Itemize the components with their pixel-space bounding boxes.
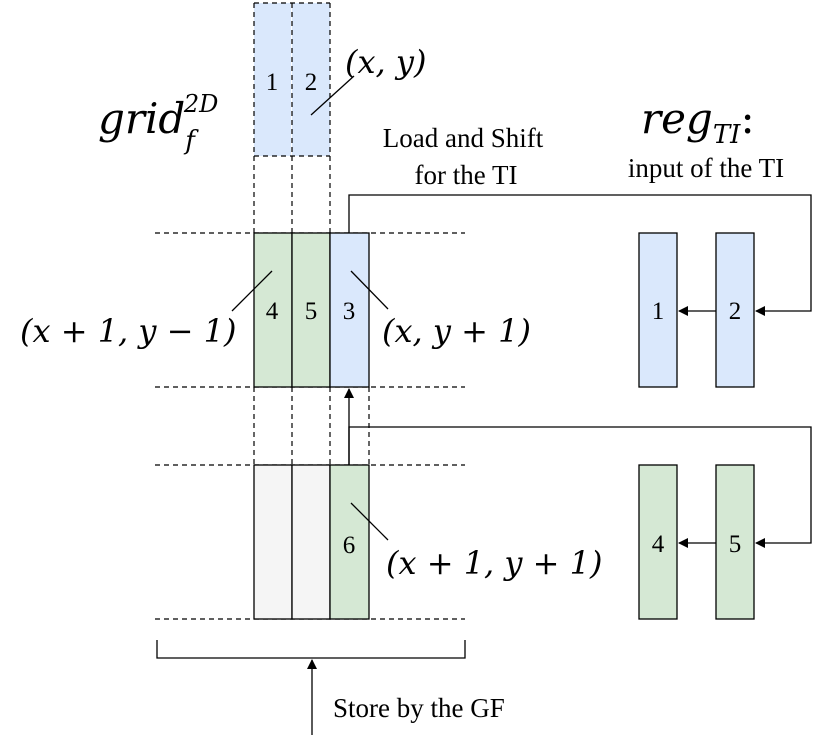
reg-label: regTI: bbox=[641, 94, 755, 150]
mid-cell-4-label: 4 bbox=[266, 298, 279, 325]
top-cell-1 bbox=[254, 3, 291, 156]
pointer-mid-right bbox=[350, 270, 389, 310]
top-cell-1-label: 1 bbox=[266, 69, 279, 96]
connectors bbox=[156, 75, 812, 735]
top-dashed-outline bbox=[253, 2, 331, 233]
reg-blue-2-label: 2 bbox=[729, 298, 742, 325]
bottom-cell-6-label: 6 bbox=[343, 532, 356, 559]
reg-green-5-label: 5 bbox=[729, 531, 742, 558]
reg-blue-2 bbox=[715, 232, 755, 388]
top-cell-2 bbox=[292, 3, 330, 156]
mid-cell-3-label: 3 bbox=[343, 298, 356, 325]
store-label: Store by the GF bbox=[333, 693, 505, 723]
pointer-mid-left bbox=[231, 270, 273, 312]
load-shift-label-line2: for the TI bbox=[415, 160, 518, 190]
load-shift-label-line1: Load and Shift bbox=[383, 123, 544, 153]
coord-top: (x, y) bbox=[345, 43, 426, 81]
bottom-cell-empty-1 bbox=[253, 464, 293, 620]
reg-blue-1 bbox=[638, 232, 678, 388]
pointer-top bbox=[310, 75, 355, 116]
bottom-cell-6 bbox=[329, 464, 370, 620]
grid-label: gridf2D bbox=[98, 90, 218, 156]
reg-green-5 bbox=[715, 464, 755, 620]
reg-green-4 bbox=[638, 464, 678, 620]
mid-cell-3 bbox=[329, 232, 370, 388]
pointer-bottom-right bbox=[350, 502, 389, 541]
coord-bottom-right: (x + 1, y + 1) bbox=[386, 544, 602, 582]
reg-caption: input of the TI bbox=[628, 153, 784, 183]
store-bracket bbox=[156, 640, 466, 659]
bottom-cell-empty-2 bbox=[291, 464, 331, 620]
coord-middle-left: (x + 1, y − 1) bbox=[20, 312, 236, 350]
load-arrow-blue bbox=[348, 194, 812, 316]
top-cell-2-label: 2 bbox=[305, 69, 318, 96]
coord-middle-right: (x, y + 1) bbox=[382, 312, 531, 350]
reg-blue-1-label: 1 bbox=[652, 298, 665, 325]
mid-cell-4 bbox=[253, 232, 293, 388]
reg-green-4-label: 4 bbox=[652, 531, 665, 558]
mid-cell-5-label: 5 bbox=[305, 298, 318, 325]
